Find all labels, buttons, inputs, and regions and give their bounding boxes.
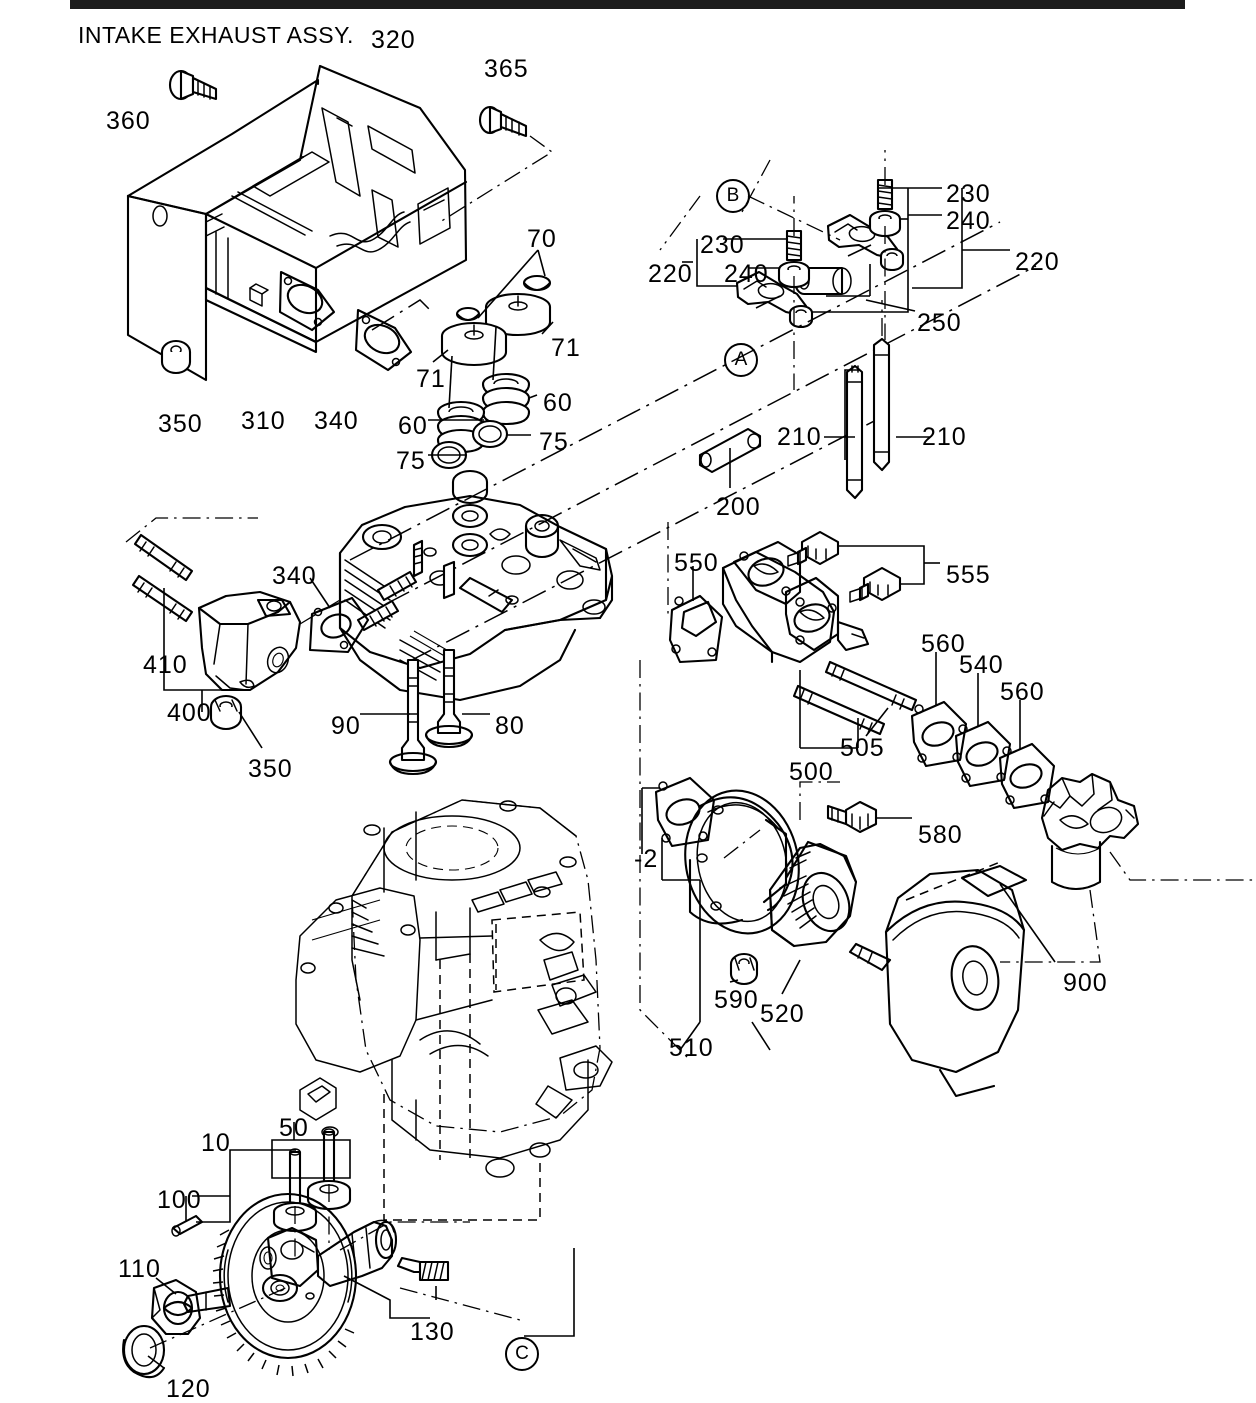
page-title: INTAKE EXHAUST ASSY. bbox=[78, 22, 354, 48]
section-mark-c: C bbox=[505, 1337, 539, 1371]
callout-400: 400 bbox=[167, 699, 212, 727]
callout-230-left: 230 bbox=[700, 231, 745, 259]
callout-60-right: 60 bbox=[543, 389, 573, 417]
callout-360: 360 bbox=[106, 107, 151, 135]
section-mark-b: B bbox=[716, 179, 750, 213]
section-mark-a: A bbox=[724, 343, 758, 377]
callout-510: 510 bbox=[669, 1034, 714, 1062]
callout-minus-2: -2 bbox=[634, 845, 659, 873]
gasket-550 bbox=[668, 594, 724, 664]
bolt-130 bbox=[396, 1256, 450, 1282]
callout-590: 590 bbox=[714, 986, 759, 1014]
nut-590 bbox=[729, 952, 759, 986]
callout-540: 540 bbox=[959, 651, 1004, 679]
valve-spring-60-right bbox=[481, 372, 531, 426]
callout-210-right: 210 bbox=[922, 423, 967, 451]
callout-130: 130 bbox=[410, 1318, 455, 1346]
callout-320: 320 bbox=[371, 26, 416, 54]
callout-10: 10 bbox=[201, 1129, 231, 1157]
callout-340-lower: 340 bbox=[272, 562, 317, 590]
callout-900: 900 bbox=[1063, 969, 1108, 997]
callout-110: 110 bbox=[118, 1255, 161, 1283]
head-stud-pair bbox=[356, 570, 418, 632]
gasket-340-middle bbox=[308, 596, 370, 654]
callout-350-upper: 350 bbox=[158, 410, 203, 438]
valve-90 bbox=[388, 658, 438, 776]
oil-seal-120 bbox=[122, 1324, 166, 1379]
callout-200: 200 bbox=[716, 493, 761, 521]
callout-71-right: 71 bbox=[551, 334, 581, 362]
valve-spring-stack bbox=[428, 249, 554, 505]
carburetor-900 bbox=[1040, 772, 1140, 891]
callout-240-left: 240 bbox=[724, 260, 769, 288]
callout-71-left: 71 bbox=[416, 365, 446, 393]
callout-560-a: 560 bbox=[921, 630, 966, 658]
callout-100: 100 bbox=[157, 1186, 202, 1214]
callout-550: 550 bbox=[674, 549, 719, 577]
header-rule bbox=[70, 0, 1185, 9]
callout-50: 50 bbox=[279, 1114, 309, 1142]
bolt-555-lower bbox=[849, 566, 902, 603]
callout-120: 120 bbox=[166, 1375, 211, 1403]
bolt-360 bbox=[168, 69, 218, 101]
callout-505: 505 bbox=[840, 734, 885, 762]
callout-365: 365 bbox=[484, 55, 529, 83]
bolt-365 bbox=[478, 105, 528, 138]
nut-350-upper bbox=[160, 339, 192, 374]
callout-230-upper-right: 230 bbox=[946, 180, 991, 208]
engine-block-phantom bbox=[295, 799, 613, 1221]
gasket-560-b bbox=[998, 742, 1056, 810]
callout-210-left: 210 bbox=[777, 423, 822, 451]
carb-label-plate bbox=[960, 864, 1028, 898]
manifold-studs-410 bbox=[131, 533, 194, 623]
stud-505-a bbox=[824, 660, 918, 712]
spacer-540 bbox=[954, 720, 1012, 788]
bolt-580 bbox=[826, 800, 878, 834]
camshaft-gear bbox=[182, 1192, 398, 1377]
callout-240-upper-right: 240 bbox=[946, 207, 991, 235]
callout-60-left: 60 bbox=[398, 412, 428, 440]
push-rod-210-left bbox=[845, 364, 864, 500]
stud-505-b bbox=[792, 684, 886, 736]
governor-weight-110 bbox=[150, 1278, 202, 1336]
rocker-arm-right-220 bbox=[826, 213, 905, 271]
rocker-arm-left-220 bbox=[735, 270, 814, 328]
callout-310: 310 bbox=[241, 407, 286, 435]
callout-350-lower: 350 bbox=[248, 755, 293, 783]
callout-80: 80 bbox=[495, 712, 525, 740]
callout-70: 70 bbox=[527, 225, 557, 253]
callout-560-b: 560 bbox=[1000, 678, 1045, 706]
callout-555: 555 bbox=[946, 561, 991, 589]
callout-410: 410 bbox=[143, 651, 188, 679]
muffler-assembly bbox=[126, 64, 554, 382]
callout-580: 580 bbox=[918, 821, 963, 849]
nut-350-lower bbox=[209, 694, 243, 730]
gasket-560-a bbox=[910, 700, 968, 768]
callout-90: 90 bbox=[331, 712, 361, 740]
callout-220-right: 220 bbox=[1015, 248, 1060, 276]
intake-manifold-400 bbox=[197, 590, 302, 692]
pin-100 bbox=[171, 1214, 204, 1237]
insulator-body-500 bbox=[721, 540, 870, 664]
air-cleaner-cover-900side bbox=[848, 868, 1026, 1098]
callout-75-right: 75 bbox=[539, 428, 569, 456]
push-rod-210-right bbox=[872, 337, 891, 472]
callout-250: 250 bbox=[917, 309, 962, 337]
air-cleaner-gasket bbox=[654, 776, 716, 848]
callout-520: 520 bbox=[760, 1000, 805, 1028]
valve-80 bbox=[424, 648, 474, 749]
callout-500: 500 bbox=[789, 758, 834, 786]
air-cleaner-case-510 bbox=[684, 789, 800, 935]
callout-220-left: 220 bbox=[648, 260, 693, 288]
cylinder-head bbox=[338, 494, 614, 702]
bolt-555-upper bbox=[787, 530, 840, 567]
air-filter-element-520 bbox=[768, 840, 858, 948]
callout-340-upper: 340 bbox=[314, 407, 359, 435]
adjust-screw-230-left bbox=[785, 229, 803, 262]
callout-75-left: 75 bbox=[396, 447, 426, 475]
